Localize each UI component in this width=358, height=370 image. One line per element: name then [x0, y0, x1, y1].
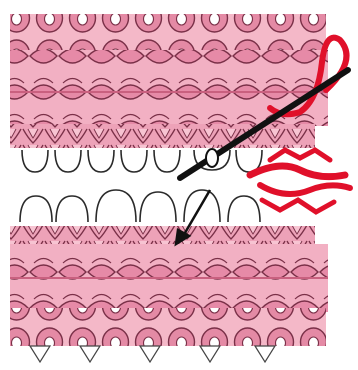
- lower-knit-rows: [10, 226, 315, 246]
- top-loop-band: [10, 14, 326, 52]
- bottom-loop-band: [10, 308, 326, 346]
- lower-purl-rows: [10, 244, 328, 312]
